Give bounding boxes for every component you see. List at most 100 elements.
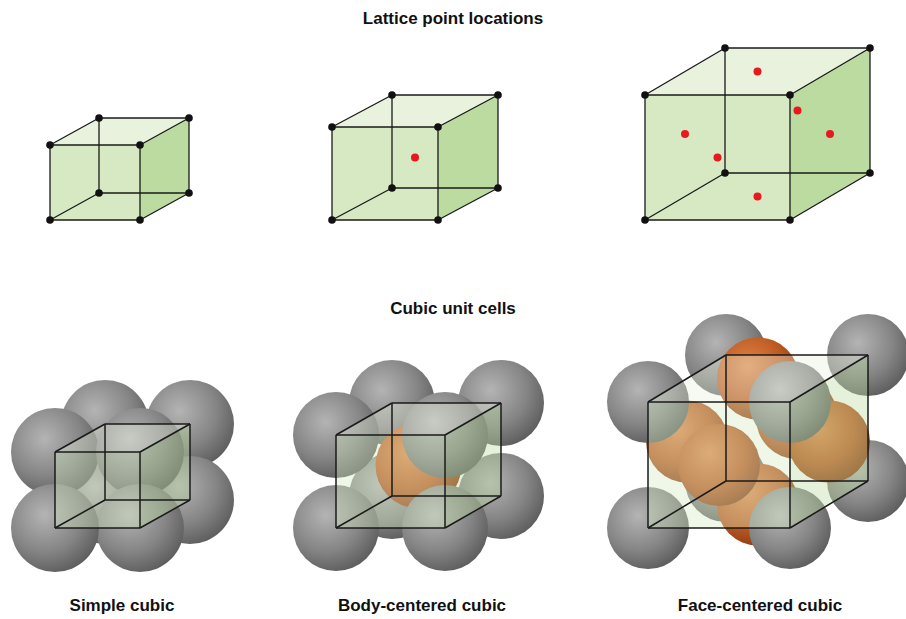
- cube-edge: [648, 481, 726, 528]
- cube-edge: [648, 401, 790, 403]
- cube-face: [645, 95, 790, 220]
- cube-edge: [50, 193, 99, 220]
- center-point: [826, 130, 834, 138]
- cube-edge: [392, 94, 498, 95]
- cube-edge: [645, 94, 790, 95]
- cube-edge: [725, 172, 870, 173]
- cube-edge: [648, 527, 790, 529]
- cube-face: [140, 118, 189, 220]
- cube-edge: [869, 48, 870, 173]
- lattice-cube: [641, 44, 874, 224]
- cube-edge: [105, 423, 190, 425]
- center-point: [714, 154, 722, 162]
- cube-edge: [188, 118, 189, 193]
- cube-face: [50, 145, 140, 220]
- cube-edge: [55, 424, 105, 452]
- cube-edge: [54, 452, 56, 528]
- corner-point: [136, 141, 144, 149]
- unit-cell: [607, 314, 906, 569]
- cube-edge: [55, 451, 140, 453]
- corner-point: [185, 189, 193, 197]
- cube-face: [336, 435, 445, 528]
- corner-point: [46, 216, 54, 224]
- corner-point: [786, 91, 794, 99]
- cube-edge: [336, 403, 392, 435]
- cube-edge: [49, 145, 50, 220]
- cube-edge: [99, 192, 189, 193]
- cube-face: [332, 127, 438, 220]
- corner-point: [328, 216, 336, 224]
- cube-edge: [445, 496, 501, 528]
- cube-edge: [99, 117, 189, 118]
- cube-edge: [140, 118, 189, 145]
- cube-edge: [55, 500, 105, 528]
- cube-edge: [98, 118, 99, 193]
- cube-edge: [140, 500, 190, 528]
- cube-face: [140, 424, 190, 528]
- center-point: [681, 130, 689, 138]
- cube-edge: [332, 95, 392, 127]
- cube-edge: [645, 48, 725, 95]
- cube-edge: [725, 355, 727, 481]
- cube-face: [790, 48, 870, 220]
- cube-face: [790, 355, 868, 528]
- cube-edge: [392, 495, 501, 497]
- cube-edge: [391, 403, 393, 496]
- cube-edge: [726, 354, 868, 356]
- cube-edge: [444, 435, 446, 528]
- corner-point: [866, 44, 874, 52]
- section-heading: Cubic unit cells: [390, 299, 516, 319]
- corner-point: [494, 91, 502, 99]
- cube-edge: [332, 188, 392, 220]
- corner-point: [721, 169, 729, 177]
- cube-edge: [645, 173, 725, 220]
- cube-edge: [331, 127, 332, 220]
- cube-face: [55, 452, 140, 528]
- section-heading: Lattice point locations: [363, 9, 543, 29]
- cube-edge: [189, 424, 191, 500]
- corner-point: [46, 141, 54, 149]
- cube-edge: [725, 47, 870, 48]
- cube-edge: [790, 481, 868, 528]
- cube-face: [445, 403, 501, 528]
- cube-edge: [445, 403, 501, 435]
- corner-point: [721, 44, 729, 52]
- cube-face: [438, 95, 498, 220]
- cube-edge: [724, 48, 725, 173]
- cube-edge: [647, 402, 649, 528]
- center-point: [794, 107, 802, 115]
- cube-edge: [438, 95, 498, 127]
- cube-edge: [438, 188, 498, 220]
- cube-edge: [332, 219, 438, 220]
- cube-edge: [500, 403, 502, 496]
- cube-edge: [105, 499, 190, 501]
- cell-name: Body-centered cubic: [338, 596, 506, 616]
- corner-point: [95, 114, 103, 122]
- cube-edge: [140, 193, 189, 220]
- cube-edge: [335, 435, 337, 528]
- center-point: [411, 154, 419, 162]
- cell-name: Face-centered cubic: [678, 596, 842, 616]
- cube-edge: [139, 452, 141, 528]
- cube-edge: [789, 95, 790, 220]
- cube-edge: [790, 173, 870, 220]
- corner-point: [328, 123, 336, 131]
- corner-point: [388, 184, 396, 192]
- corner-point: [641, 216, 649, 224]
- unit-cell: [11, 380, 234, 572]
- corner-point: [388, 91, 396, 99]
- cube-edge: [392, 187, 498, 188]
- lattice-cube: [328, 91, 502, 224]
- cube-edge: [648, 355, 726, 402]
- corner-point: [641, 91, 649, 99]
- corner-point: [434, 216, 442, 224]
- cube-edge: [644, 95, 645, 220]
- corner-point: [786, 216, 794, 224]
- cube-edge: [55, 527, 140, 529]
- cube-edge: [497, 95, 498, 188]
- cube-edge: [336, 496, 392, 528]
- cube-edge: [645, 219, 790, 220]
- corner-point: [185, 114, 193, 122]
- cube-edge: [50, 144, 140, 145]
